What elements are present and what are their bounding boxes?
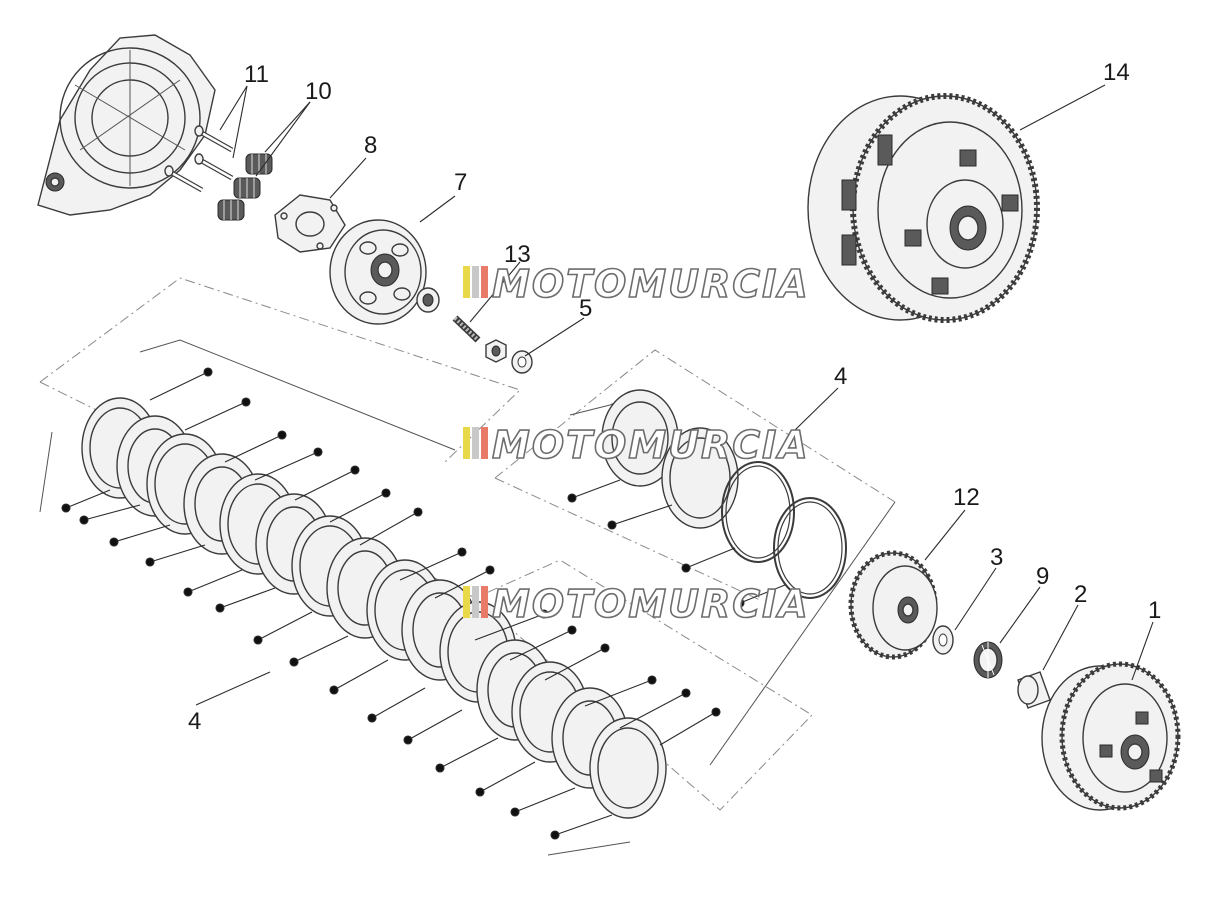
callout-12: 12: [953, 484, 980, 511]
disc-stack-left: [81, 397, 667, 819]
callout-1: 1: [1148, 597, 1161, 624]
pressure-plate: [329, 219, 427, 325]
push-rod: [452, 315, 481, 343]
clutch-hub: [848, 550, 938, 660]
bolt: [194, 153, 234, 181]
watermark-middle: MOTOMURCIA: [463, 422, 810, 468]
spring-plate: [274, 194, 346, 253]
callout-10: 10: [305, 78, 332, 105]
lock-washer: [511, 350, 533, 374]
bracket-lines: [39, 339, 896, 856]
clutch-housing: [807, 93, 1040, 323]
spring: [245, 153, 273, 175]
callout-leaders: [195, 84, 1154, 706]
disc-bullets-left: [61, 367, 721, 840]
bolt: [164, 165, 204, 193]
clutch-basket: [1041, 661, 1181, 811]
needle-bearing: [973, 641, 1003, 679]
watermark-top: MOTOMURCIA: [463, 261, 810, 307]
nut: [485, 339, 507, 363]
bolt: [194, 125, 234, 153]
thrust-washer: [932, 625, 954, 655]
callout-4-right: 4: [834, 363, 847, 390]
callout-14: 14: [1103, 59, 1130, 86]
assembly-box-right: [494, 349, 896, 601]
watermark-text: MOTOMURCIA: [492, 423, 810, 467]
clutch-springs: [217, 153, 273, 221]
callout-4-left: 4: [188, 708, 201, 735]
callout-labels: 11 10 8 7 13 5 14 4 4 12 3 9 2 1: [188, 59, 1161, 735]
callout-11: 11: [244, 61, 269, 88]
callout-7: 7: [454, 169, 467, 196]
spring: [217, 199, 245, 221]
cover-bolts: [164, 125, 234, 193]
spring: [233, 177, 261, 199]
watermark-text: MOTOMURCIA: [492, 582, 810, 626]
disc-bullets-right: [567, 479, 786, 608]
watermark-bottom: MOTOMURCIA: [463, 581, 810, 627]
release-bearing: [416, 287, 440, 313]
callout-5: 5: [579, 295, 592, 322]
watermark-text: MOTOMURCIA: [492, 262, 810, 306]
callout-8: 8: [364, 132, 377, 159]
bushing: [1017, 671, 1051, 709]
clutch-cover: [37, 34, 216, 216]
callout-3: 3: [990, 544, 1003, 571]
disc-stack-right: [601, 389, 847, 599]
callout-13: 13: [504, 241, 531, 268]
callout-2: 2: [1074, 581, 1087, 608]
callout-9: 9: [1036, 563, 1049, 590]
